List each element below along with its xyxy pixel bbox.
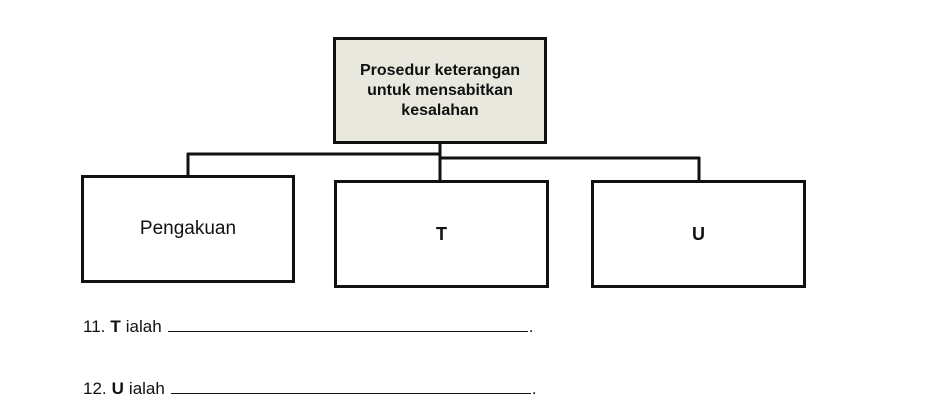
answer-blank <box>167 317 528 332</box>
question-letter: U <box>111 379 124 398</box>
question-text: ialah <box>128 379 165 398</box>
question-number: 11. <box>83 317 106 336</box>
question-end: . <box>528 317 534 336</box>
answer-blank <box>170 379 531 394</box>
question-text: ialah <box>125 317 162 336</box>
child-box-t: T <box>334 180 549 288</box>
question-12: 12. U ialah . <box>83 379 537 399</box>
child-box-pengakuan: Pengakuan <box>81 175 295 283</box>
root-box: Prosedur keterangan untuk mensabitkan ke… <box>333 37 547 144</box>
child-box-label: Pengakuan <box>139 218 237 239</box>
child-box-u: U <box>591 180 806 288</box>
question-letter: T <box>110 317 121 336</box>
child-box-label: T <box>436 223 447 244</box>
question-end: . <box>531 379 537 398</box>
question-number: 12. <box>83 379 107 398</box>
root-box-label: Prosedur keterangan untuk mensabitkan ke… <box>359 61 521 119</box>
child-box-label: U <box>692 223 705 244</box>
question-11: 11. T ialah . <box>83 317 533 337</box>
